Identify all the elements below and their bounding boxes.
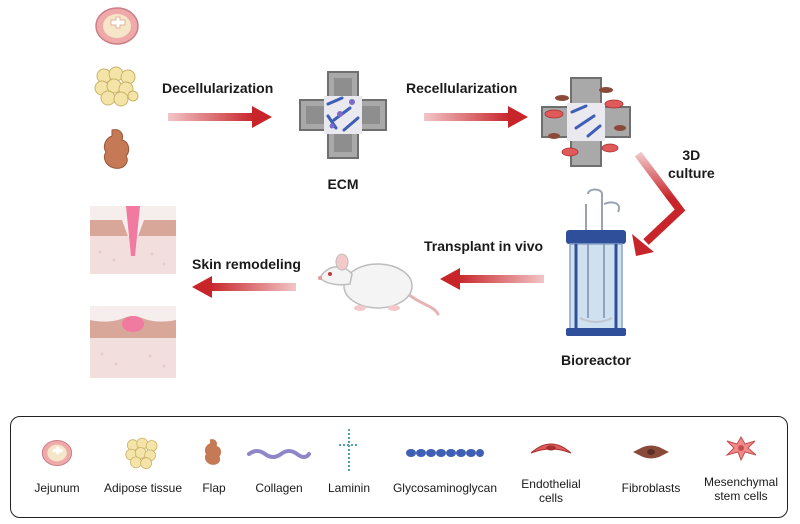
legend-item-adipose-tissue: Adipose tissue — [95, 417, 191, 517]
legend-item-mesenchymal-stem-cells: Mesenchymal stem cells — [699, 417, 783, 517]
legend-label: Adipose tissue — [103, 481, 183, 495]
legend-item-fibroblasts: Fibroblasts — [611, 417, 691, 517]
legend-box: Jejunum Adipose tissue Flap Collagen Lam… — [10, 416, 788, 518]
ecm-scaffold-icon — [299, 71, 387, 159]
label-ecm: ECM — [327, 176, 359, 192]
arrow-skin-remodeling — [192, 276, 296, 298]
recellularized-scaffold-icon — [541, 77, 631, 167]
label-bioreactor: Bioreactor — [560, 352, 632, 368]
bioreactor-icon — [566, 188, 626, 336]
legend-item-laminin: Laminin — [317, 417, 381, 517]
legend-label: Glycosaminoglycan — [392, 481, 498, 495]
label-recellularization: Recellularization — [406, 80, 518, 96]
legend-label: Jejunum — [34, 481, 80, 495]
adipose-tissue-source-icon — [94, 66, 139, 107]
legend-label: Collagen — [255, 481, 303, 495]
legend-item-collagen: Collagen — [241, 417, 317, 517]
arrow-recellularization — [424, 106, 528, 128]
legend-item-glycosaminoglycan: Glycosaminoglycan — [383, 417, 507, 517]
arrow-transplant — [440, 268, 544, 290]
arrow-3d-culture — [632, 151, 686, 256]
flap-icon — [204, 439, 222, 465]
rat-icon — [318, 253, 440, 316]
legend-item-flap: Flap — [191, 417, 237, 517]
jejunum-icon — [41, 439, 73, 467]
endothelial-cell-icon — [530, 443, 572, 454]
legend-label: Mesenchymal stem cells — [703, 475, 779, 503]
label-3d-culture: 3D culture — [668, 147, 715, 181]
jejunum-source-icon — [95, 7, 139, 45]
legend-label: Endothelial cells — [521, 477, 581, 505]
label-skin-remodeling: Skin remodeling — [192, 256, 301, 272]
collagen-icon — [247, 449, 311, 459]
legend-label: Flap — [202, 481, 226, 495]
laminin-icon — [339, 429, 359, 473]
flap-source-icon — [103, 129, 130, 169]
fibroblast-icon — [633, 445, 669, 459]
legend-label: Laminin — [327, 481, 371, 495]
label-decellularization: Decellularization — [162, 80, 274, 96]
adipose-tissue-icon — [125, 437, 158, 470]
mesenchymal-stem-cell-icon — [725, 435, 757, 462]
glycosaminoglycan-icon — [406, 449, 484, 457]
legend-item-endothelial-cells: Endothelial cells — [511, 417, 591, 517]
skin-remodeled-icon — [90, 306, 176, 378]
label-transplant-in-vivo: Transplant in vivo — [424, 238, 544, 254]
arrow-decellularization — [168, 106, 272, 128]
legend-item-jejunum: Jejunum — [17, 417, 97, 517]
legend-label: Fibroblasts — [621, 481, 681, 495]
skin-wound-icon — [90, 206, 176, 274]
